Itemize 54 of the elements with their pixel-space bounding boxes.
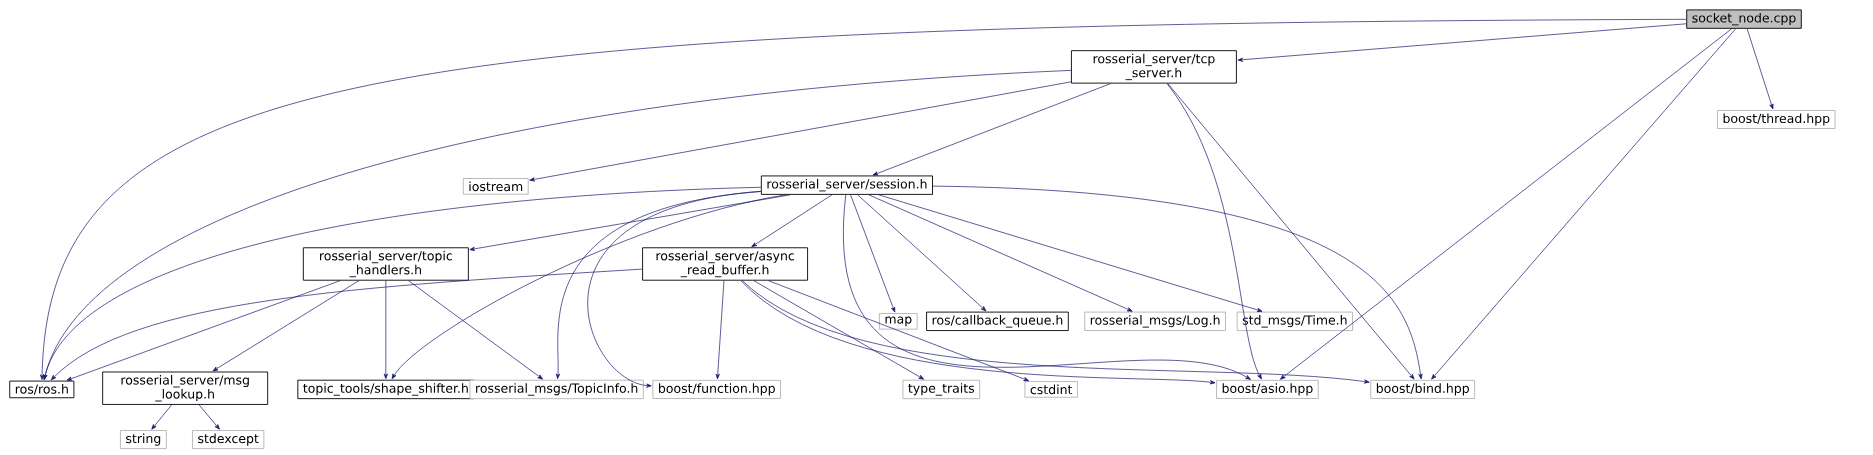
file-box: rosserial_msgs/TopicInfo.h <box>469 379 644 400</box>
file-box: rosserial_server/msg _lookup.h <box>102 371 269 405</box>
file-box: rosserial_server/async _read_buffer.h <box>642 247 809 281</box>
file-box: rosserial_server/session.h <box>760 175 933 195</box>
arrow <box>753 280 925 380</box>
arrow <box>844 194 1251 380</box>
file-box: rosserial_server/topic _handlers.h <box>302 247 469 281</box>
arrow <box>715 280 725 380</box>
arrow <box>1746 28 1774 110</box>
arrow <box>212 280 360 372</box>
arrow <box>198 404 220 430</box>
file-box: boost/thread.hpp <box>1717 109 1836 129</box>
arrow <box>529 81 1072 182</box>
arrow <box>1280 28 1732 380</box>
arrow <box>66 280 341 381</box>
arrow <box>1167 83 1415 380</box>
arrow <box>587 190 762 388</box>
arrow <box>740 280 1216 385</box>
arrow <box>469 194 791 251</box>
file-box: ros/ros.h <box>9 380 75 399</box>
file-box: boost/function.hpp <box>652 379 781 399</box>
file-box: stdexcept <box>192 430 265 450</box>
arrow <box>408 280 543 380</box>
arrow <box>742 280 1370 384</box>
arrow <box>751 194 833 248</box>
file-box: rosserial_msgs/Log.h <box>1084 311 1226 331</box>
arrow <box>383 280 388 379</box>
file-box: iostream <box>462 178 529 195</box>
arrow <box>1431 28 1736 380</box>
arrow <box>1166 83 1262 380</box>
arrow <box>768 280 1030 382</box>
file-box: std_msgs/Time.h <box>1236 311 1354 331</box>
file-box: boost/bind.hpp <box>1370 379 1476 399</box>
arrow <box>878 194 1263 312</box>
file-box: type_traits <box>902 379 981 400</box>
arrow <box>151 404 172 430</box>
file-box: map <box>878 313 918 330</box>
arrow <box>40 18 1687 380</box>
arrow <box>857 194 987 312</box>
arrow <box>868 194 1133 312</box>
file-box: rosserial_server/tcp _server.h <box>1070 50 1237 84</box>
arrow <box>1237 23 1687 62</box>
file-box: boost/asio.hpp <box>1216 379 1319 399</box>
arrow <box>850 194 896 313</box>
file-box: topic_tools/shape_shifter.h <box>297 379 475 400</box>
file-box: socket_node.cpp <box>1686 9 1802 29</box>
arrow <box>43 186 762 380</box>
arrow <box>872 83 1111 176</box>
file-box: string <box>119 430 167 450</box>
arrow <box>50 268 643 381</box>
arrow <box>932 185 1423 380</box>
file-box: ros/callback_queue.h <box>926 311 1069 331</box>
file-box: cstdint <box>1024 381 1078 398</box>
arrow <box>391 194 787 380</box>
